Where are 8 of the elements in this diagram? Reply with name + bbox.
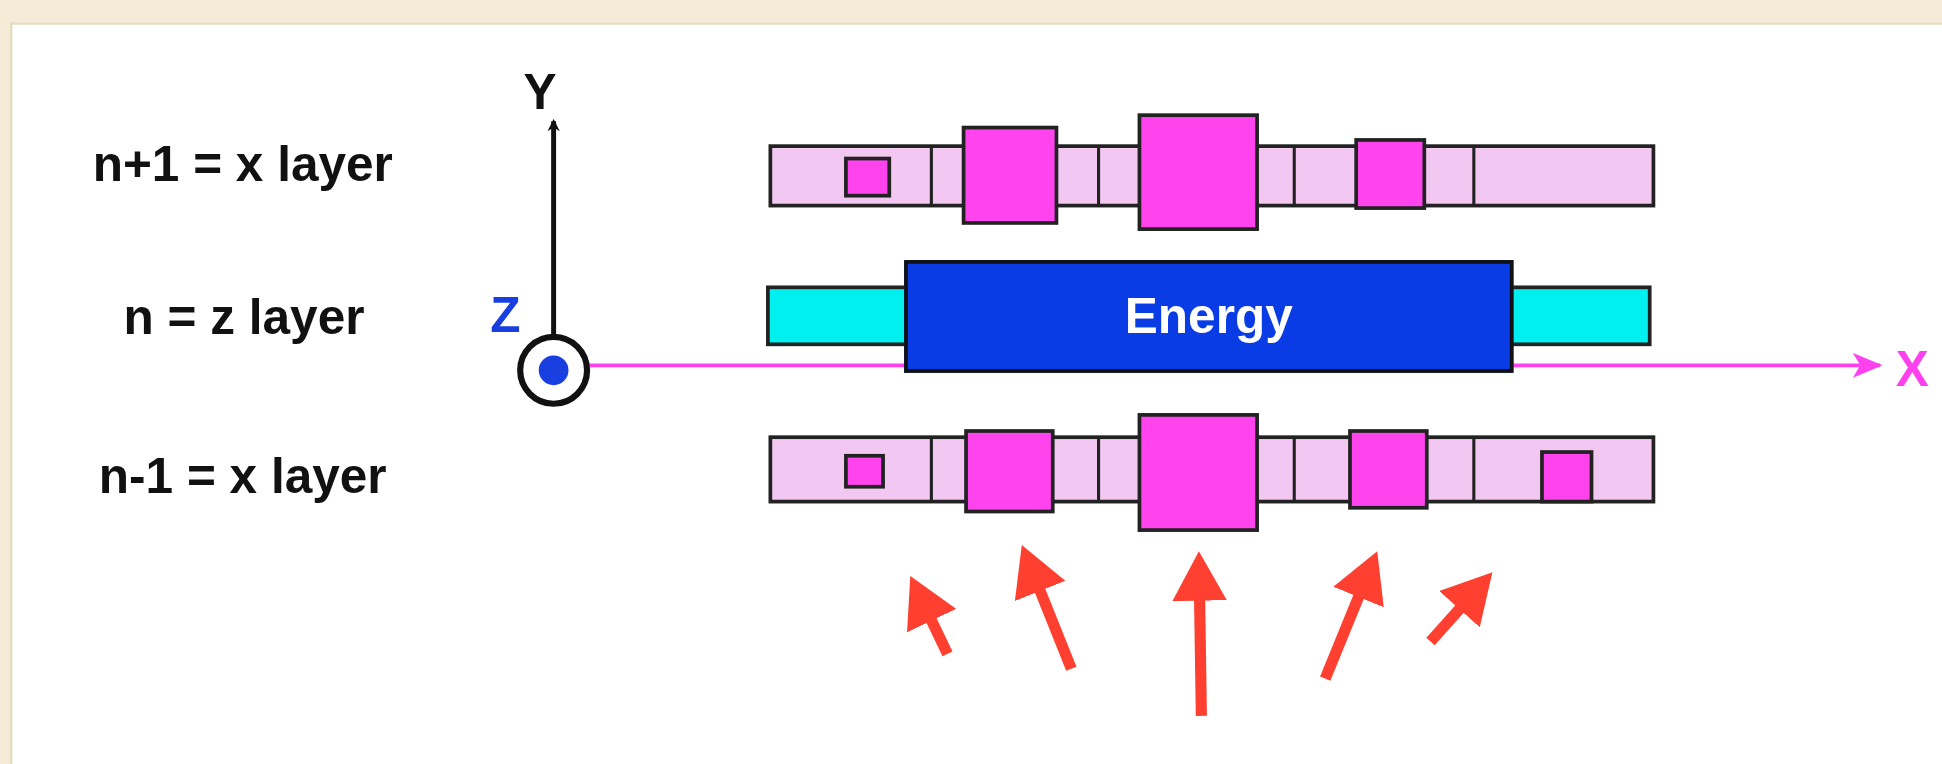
axis-label: Y [523, 66, 557, 117]
layer-label: n+1 = x layer [92, 138, 393, 189]
axis-label: Z [490, 289, 521, 340]
layer-label: n-1 = x layer [98, 450, 387, 501]
energy-label: Energy [1124, 288, 1293, 345]
axis-label: X [1895, 344, 1929, 394]
energy-box [904, 260, 1514, 373]
layer-label: n = z layer [123, 292, 365, 342]
